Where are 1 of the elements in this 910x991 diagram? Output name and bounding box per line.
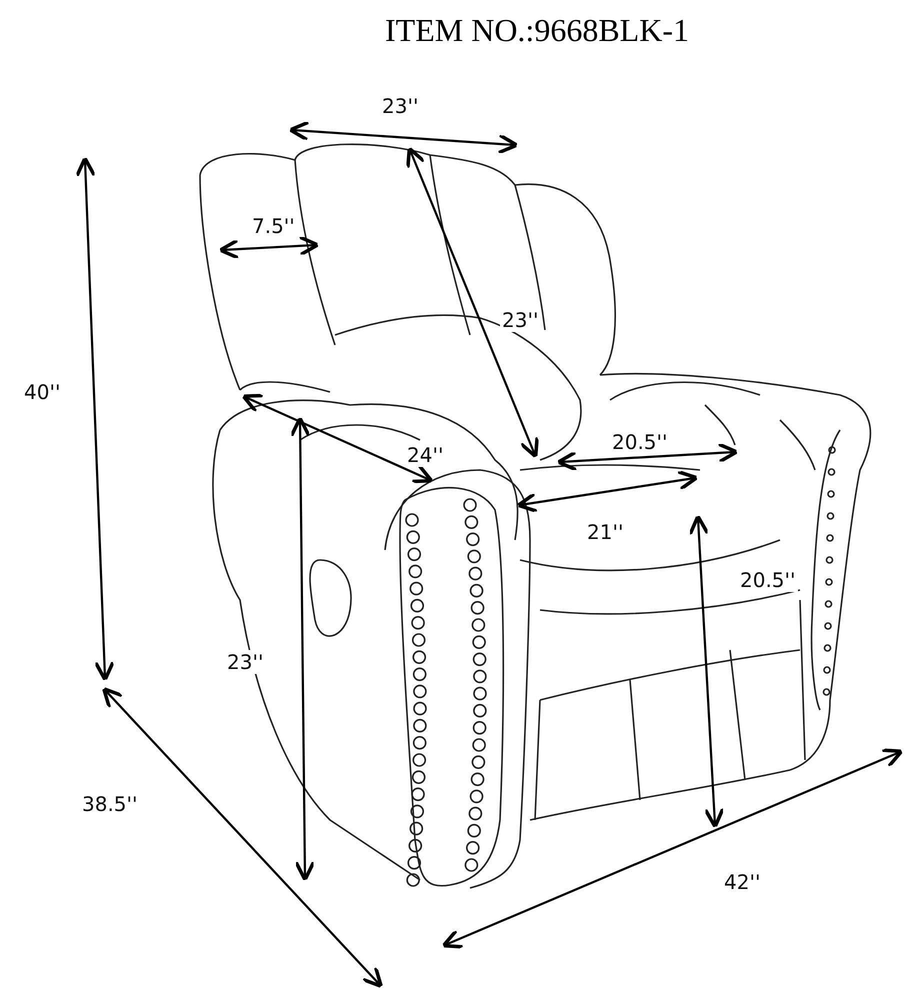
item-number-title: ITEM NO.:9668BLK-1 xyxy=(385,12,689,49)
